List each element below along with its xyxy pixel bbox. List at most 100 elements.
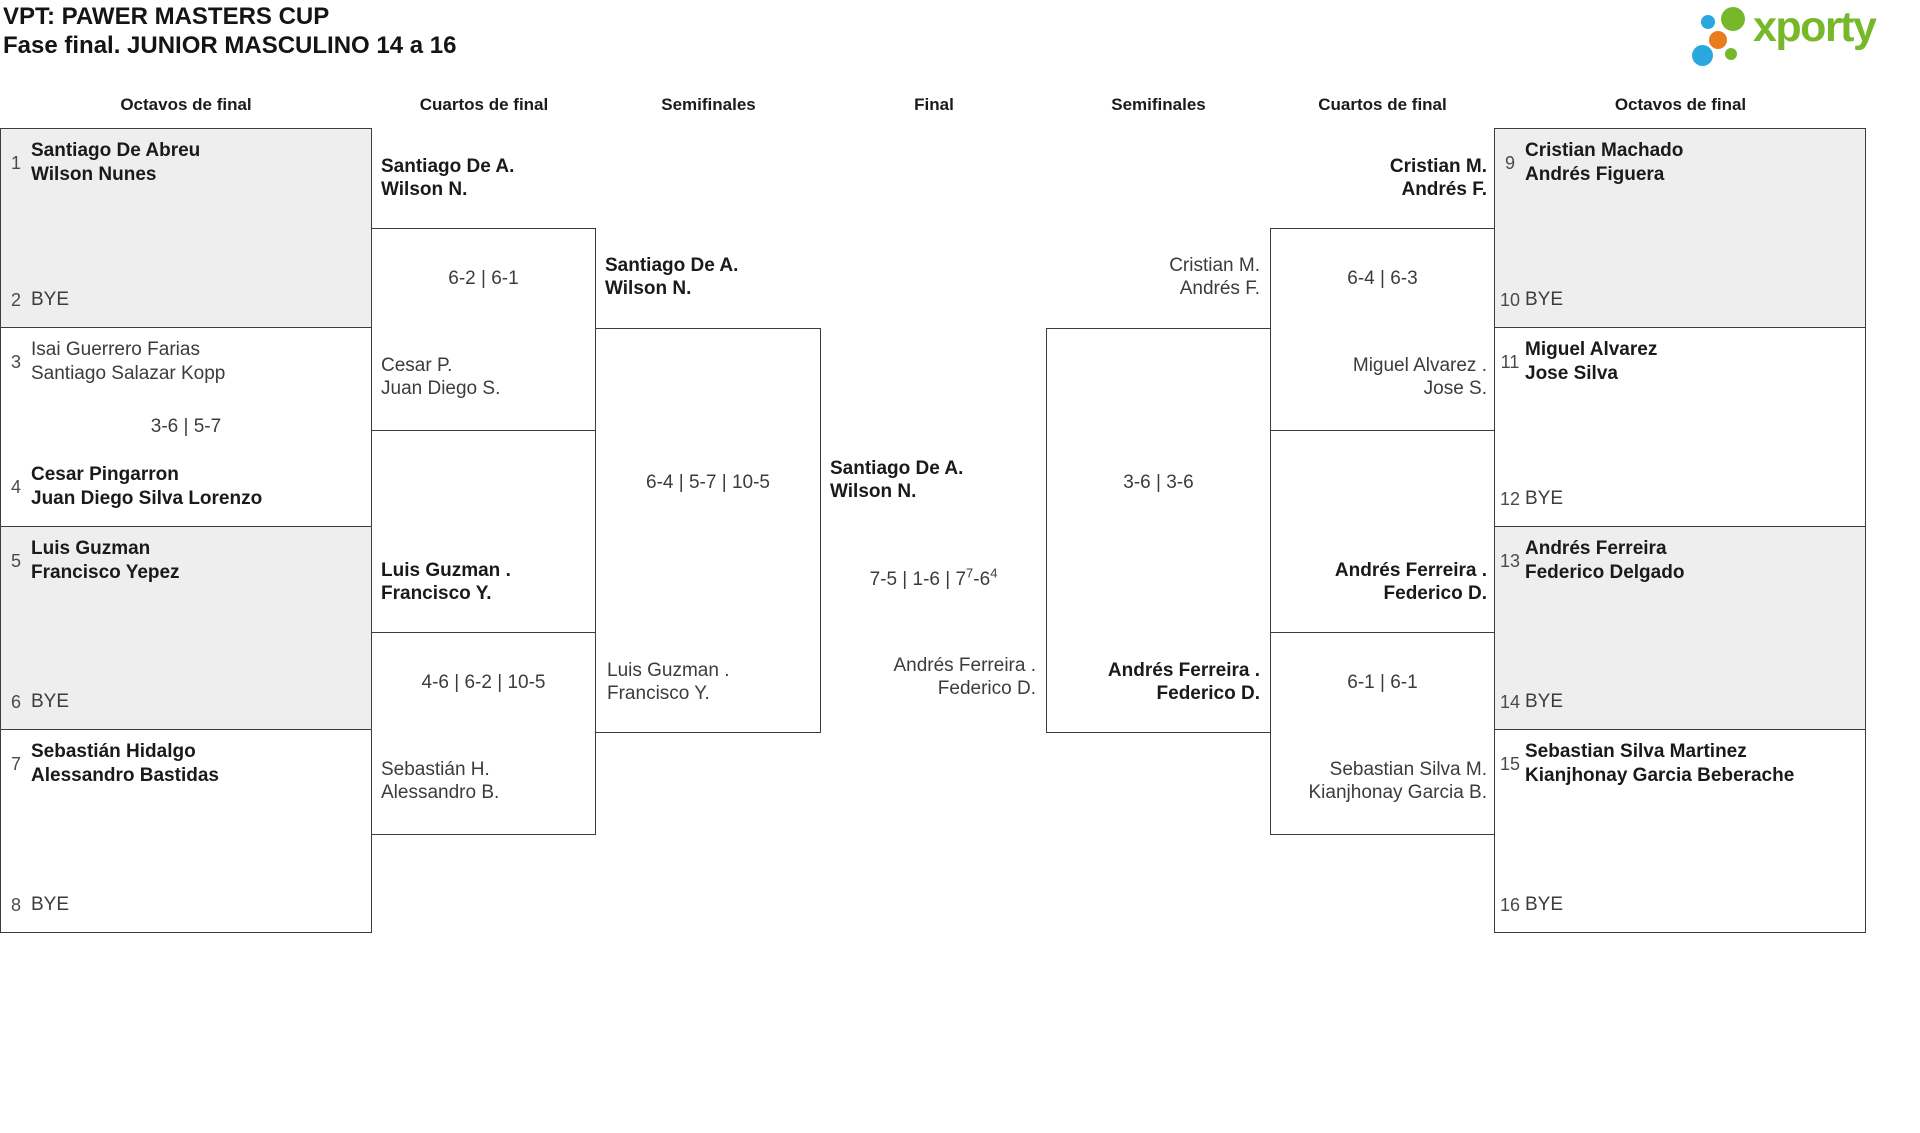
cuartos-left-2-winner: Luis Guzman . Francisco Y. xyxy=(381,560,511,604)
team-names: Cristian Machado Andrés Figuera xyxy=(1525,140,1684,185)
octavos-right-match-1: 9 Cristian Machado Andrés Figuera 10 BYE xyxy=(1494,128,1866,328)
cuartos-left-2-score: 4-6 | 6-2 | 10-5 xyxy=(421,672,546,693)
team-row: 2 BYE xyxy=(1,288,371,312)
seed-number: 3 xyxy=(10,351,21,372)
round-header-octavos-right: Octavos de final xyxy=(1614,95,1747,114)
logo-dot-blue-big-icon xyxy=(1692,45,1713,66)
team-names: BYE xyxy=(1525,691,1564,712)
cuartos-right-2-box xyxy=(1270,632,1495,835)
seed-number: 1 xyxy=(10,152,21,173)
team-row: 11 Miguel Alvarez Jose Silva xyxy=(1495,338,1865,386)
semifinal-left-score: 6-4 | 5-7 | 10-5 xyxy=(646,472,770,493)
seed-number: 15 xyxy=(1499,753,1521,774)
cuartos-right-1-winner: Cristian M. Andrés F. xyxy=(1389,156,1487,200)
team-row: 10 BYE xyxy=(1495,288,1865,312)
round-header-cuartos-left: Cuartos de final xyxy=(419,95,549,114)
seed-number: 11 xyxy=(1500,351,1520,372)
match-score: 3-6 | 5-7 xyxy=(150,416,222,437)
cuartos-left-2-loser: Sebastián H. Alessandro B. xyxy=(381,759,500,803)
team-names: BYE xyxy=(31,691,70,712)
seed-number: 10 xyxy=(1499,289,1521,310)
seed-number: 13 xyxy=(1499,550,1521,571)
octavos-right-match-3: 13 Andrés Ferreira Federico Delgado 14 B… xyxy=(1494,526,1866,730)
cuartos-right-2-score: 6-1 | 6-1 xyxy=(1347,672,1418,693)
logo-text: xporty xyxy=(1753,3,1877,51)
team-names: Isai Guerrero Farias Santiago Salazar Ko… xyxy=(31,339,226,384)
seed-number: 9 xyxy=(1504,152,1515,173)
seed-number: 14 xyxy=(1499,691,1521,712)
semifinal-left-winner: Santiago De A. Wilson N. xyxy=(605,255,739,299)
seed-number: 5 xyxy=(10,550,21,571)
octavos-left-match-3: 5 Luis Guzman Francisco Yepez 6 BYE xyxy=(0,526,372,730)
seed-number: 8 xyxy=(10,894,21,915)
logo-dot-green-small-icon xyxy=(1725,48,1737,60)
team-names: BYE xyxy=(1525,488,1564,509)
final-score: 7-5 | 1-6 | 77-64 xyxy=(869,565,998,590)
team-names: BYE xyxy=(1525,894,1564,915)
round-header-octavos-left: Octavos de final xyxy=(120,95,252,114)
semifinal-right-score: 3-6 | 3-6 xyxy=(1123,472,1194,493)
team-row: 3 Isai Guerrero Farias Santiago Salazar … xyxy=(1,338,371,386)
semifinal-right-winner: Andrés Ferreira . Federico D. xyxy=(1107,660,1260,704)
cuartos-right-1-box xyxy=(1270,228,1495,431)
team-names: Miguel Alvarez Jose Silva xyxy=(1525,339,1658,384)
team-row: 8 BYE xyxy=(1,893,371,917)
cuartos-right-2-winner: Andrés Ferreira . Federico D. xyxy=(1334,560,1487,604)
semifinal-right-top-team: Cristian M. Andrés F. xyxy=(1169,255,1260,299)
page-title: VPT: PAWER MASTERS CUP xyxy=(3,3,330,30)
seed-number: 4 xyxy=(10,476,21,497)
team-row: 14 BYE xyxy=(1495,690,1865,714)
semifinal-left-box xyxy=(595,328,821,733)
round-header-semifinal-left: Semifinales xyxy=(661,95,756,114)
page-subtitle: Fase final. JUNIOR MASCULINO 14 a 16 xyxy=(3,32,457,59)
logo-dot-green-big-icon xyxy=(1721,7,1745,31)
team-names: BYE xyxy=(31,289,70,310)
team-row: 6 BYE xyxy=(1,690,371,714)
team-row: 16 BYE xyxy=(1495,893,1865,917)
round-header-final: Final xyxy=(914,95,954,114)
team-names: BYE xyxy=(1525,289,1564,310)
seed-number: 16 xyxy=(1499,894,1521,915)
team-names: Luis Guzman Francisco Yepez xyxy=(31,538,180,583)
team-names: Santiago De Abreu Wilson Nunes xyxy=(31,140,201,185)
team-row: 1 Santiago De Abreu Wilson Nunes xyxy=(1,139,371,187)
cuartos-left-1-box xyxy=(371,228,596,431)
octavos-right-match-2: 11 Miguel Alvarez Jose Silva 12 BYE xyxy=(1494,327,1866,527)
octavos-left-match-2: 3 Isai Guerrero Farias Santiago Salazar … xyxy=(0,327,372,527)
octavos-right-match-4: 15 Sebastian Silva Martinez Kianjhonay G… xyxy=(1494,729,1866,933)
cuartos-left-1-winner: Santiago De A. Wilson N. xyxy=(381,156,515,200)
logo-dot-blue-small-icon xyxy=(1701,15,1715,29)
xporty-logo: xporty xyxy=(1692,2,1914,70)
team-row: 15 Sebastian Silva Martinez Kianjhonay G… xyxy=(1495,740,1865,788)
logo-dot-orange-icon xyxy=(1709,31,1727,49)
semifinal-left-loser: Luis Guzman . Francisco Y. xyxy=(607,660,730,704)
cuartos-left-1-loser: Cesar P. Juan Diego S. xyxy=(381,355,501,399)
team-names: Sebastian Silva Martinez Kianjhonay Garc… xyxy=(1525,741,1795,786)
cuartos-right-1-loser: Miguel Alvarez . Jose S. xyxy=(1352,355,1487,399)
octavos-left-match-1: 1 Santiago De Abreu Wilson Nunes 2 BYE xyxy=(0,128,372,328)
team-names: Andrés Ferreira Federico Delgado xyxy=(1525,538,1685,583)
team-names: Sebastián Hidalgo Alessandro Bastidas xyxy=(31,741,219,786)
final-winner: Santiago De A. Wilson N. xyxy=(830,458,964,502)
semifinal-right-box xyxy=(1046,328,1271,733)
cuartos-left-2-box xyxy=(371,632,596,835)
team-row: 7 Sebastián Hidalgo Alessandro Bastidas xyxy=(1,740,371,788)
team-row: 9 Cristian Machado Andrés Figuera xyxy=(1495,139,1865,187)
seed-number: 6 xyxy=(10,691,21,712)
seed-number: 7 xyxy=(10,753,21,774)
cuartos-right-1-score: 6-4 | 6-3 xyxy=(1347,268,1418,289)
cuartos-right-2-loser: Sebastian Silva M. Kianjhonay Garcia B. xyxy=(1308,759,1488,803)
octavos-left-match-4: 7 Sebastián Hidalgo Alessandro Bastidas … xyxy=(0,729,372,933)
team-row: 12 BYE xyxy=(1495,487,1865,511)
cuartos-left-1-score: 6-2 | 6-1 xyxy=(448,268,519,289)
seed-number: 2 xyxy=(10,289,21,310)
final-loser: Andrés Ferreira . Federico D. xyxy=(893,655,1036,699)
team-row: 5 Luis Guzman Francisco Yepez xyxy=(1,537,371,585)
team-names: BYE xyxy=(31,894,70,915)
round-header-semifinal-right: Semifinales xyxy=(1111,95,1206,114)
round-header-cuartos-right: Cuartos de final xyxy=(1318,95,1447,114)
seed-number: 12 xyxy=(1499,488,1521,509)
team-row: 13 Andrés Ferreira Federico Delgado xyxy=(1495,537,1865,585)
team-row: 4 Cesar Pingarron Juan Diego Silva Loren… xyxy=(1,463,371,511)
